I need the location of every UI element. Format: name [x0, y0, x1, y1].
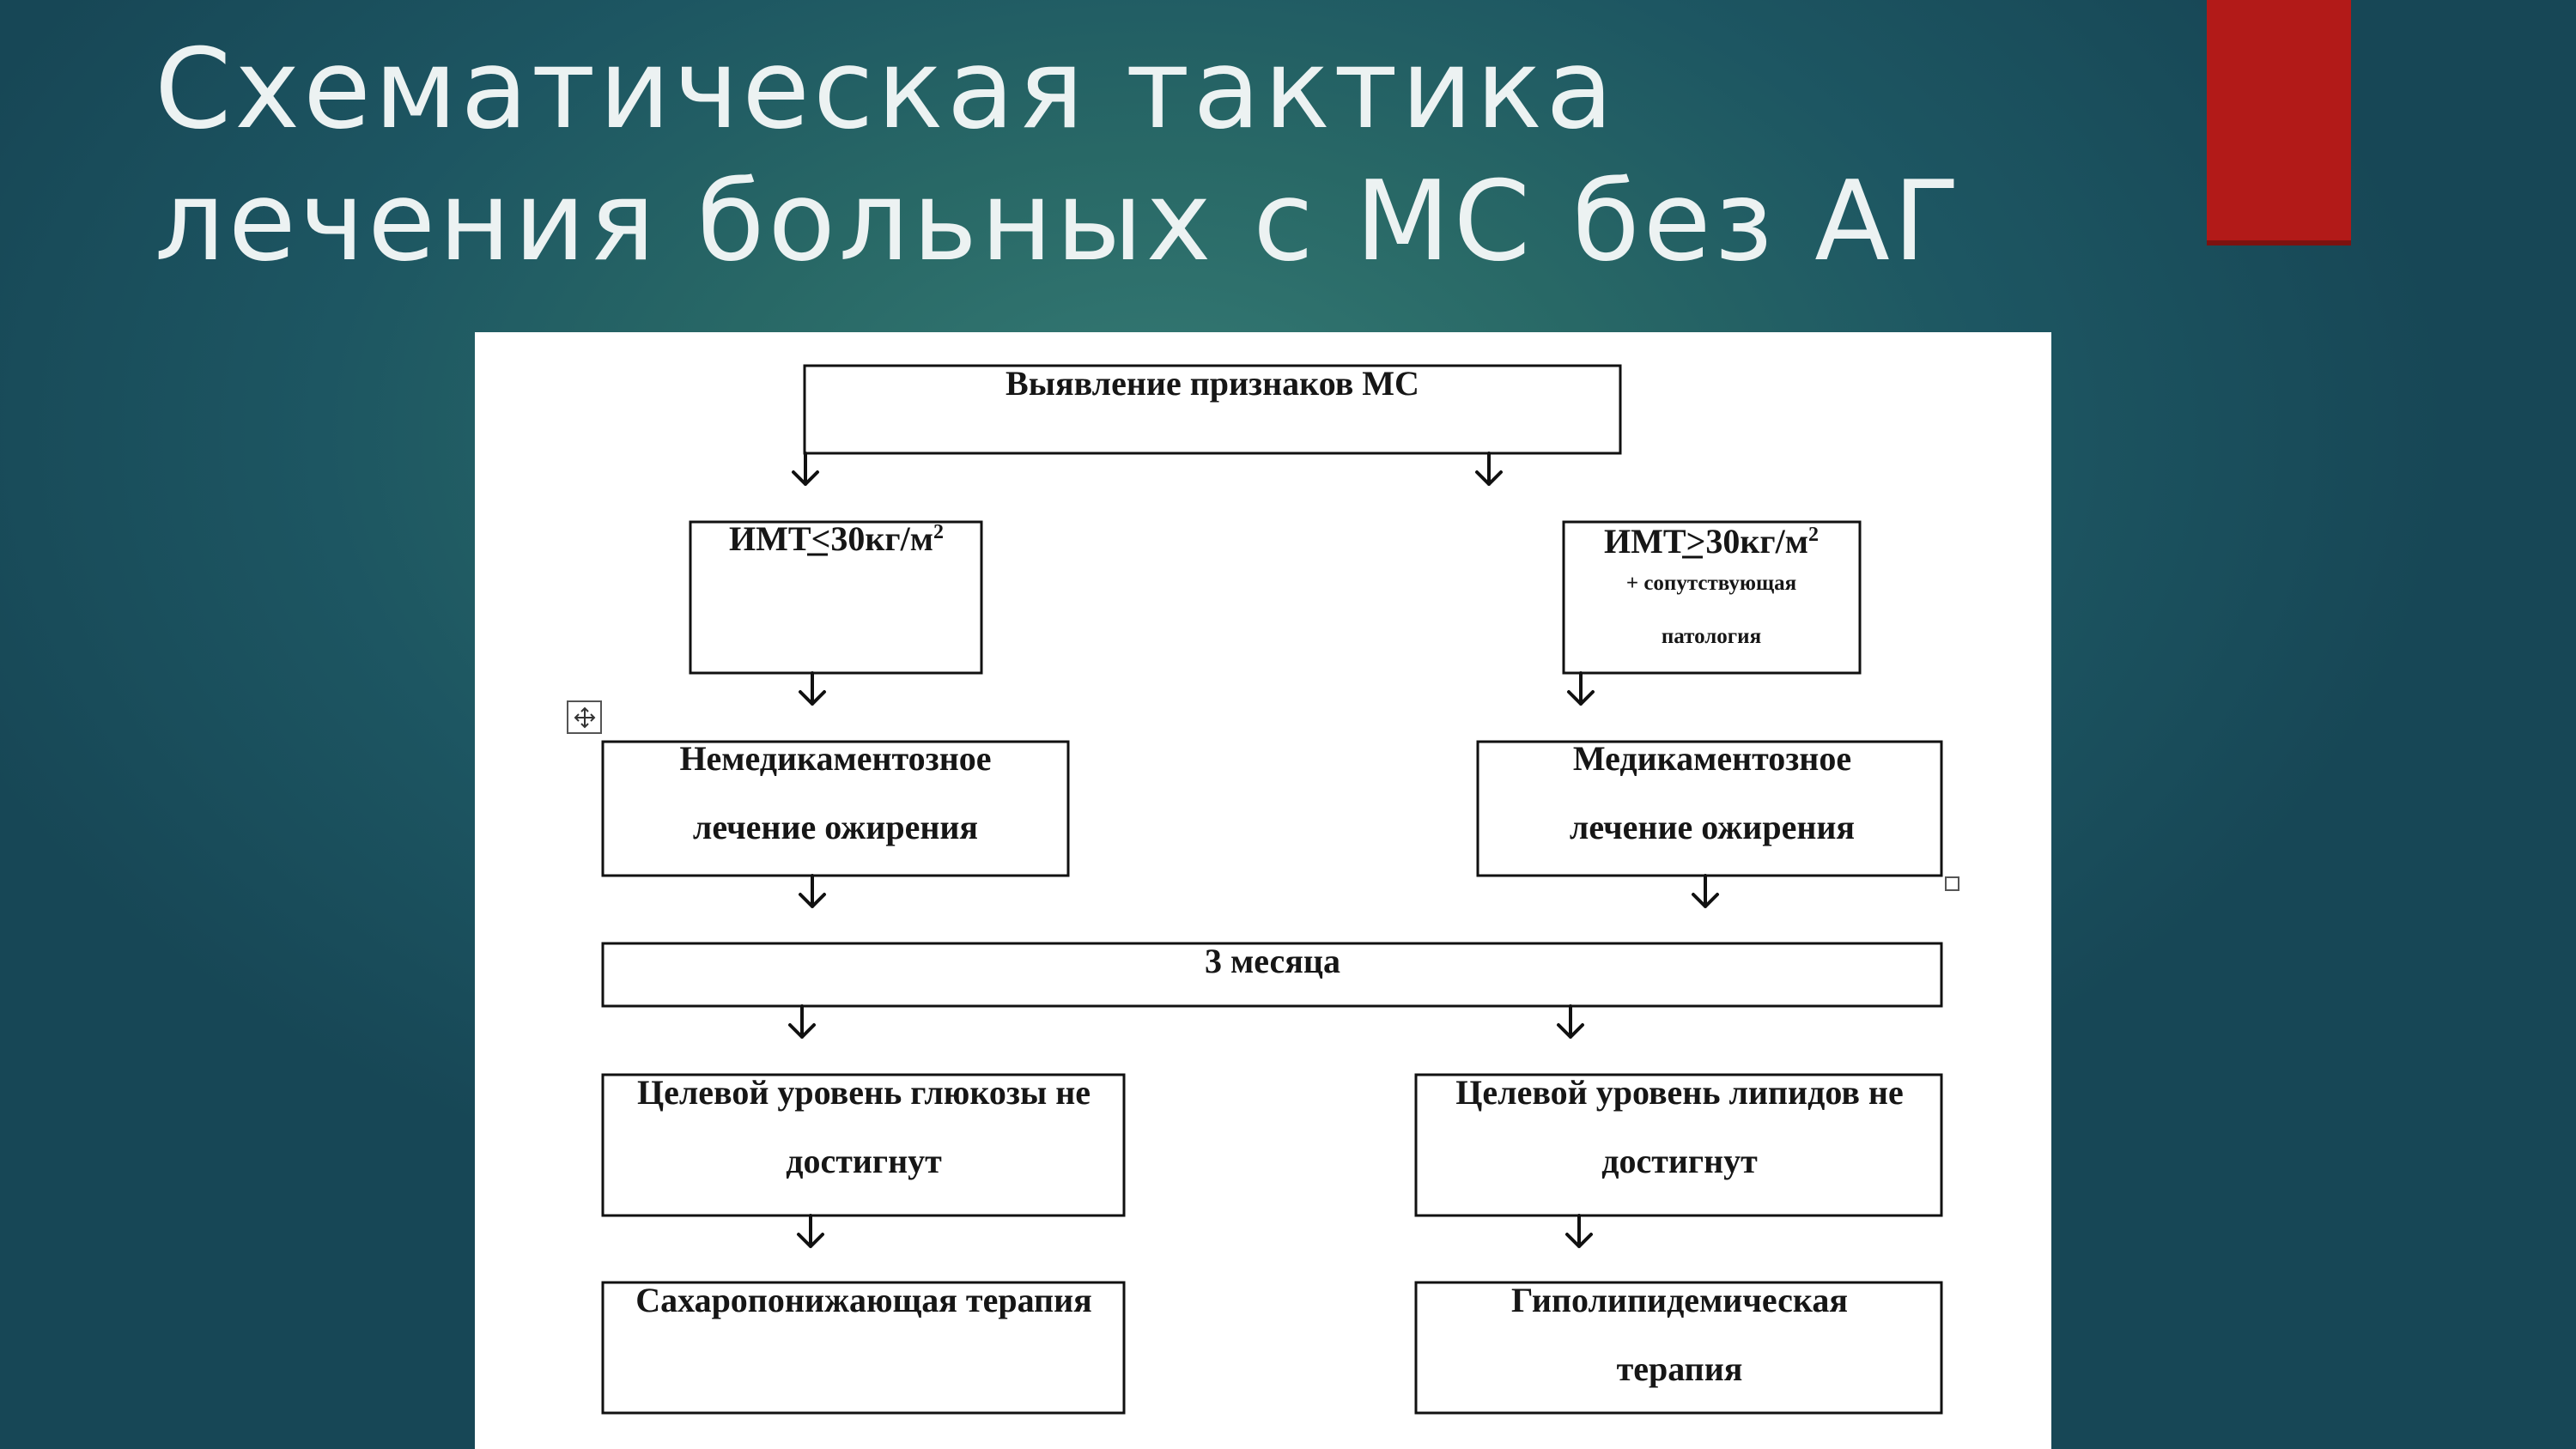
- arrow-bmi-low-down: [799, 671, 826, 706]
- box-three-months: 3 месяца: [601, 942, 1943, 1008]
- arrow-glucose-down: [797, 1214, 824, 1248]
- box-lipid-therapy-line-2: терапия: [1617, 1349, 1743, 1388]
- arrow-start-right: [1475, 452, 1503, 486]
- box-bmi-high-note-2: патология: [1662, 625, 1761, 648]
- box-drug-line-1: Медикаментозное: [1573, 739, 1851, 778]
- box-nondrug-line-2: лечение ожирения: [693, 808, 978, 846]
- box-bmi-low: ИМТ<30кг/м2: [689, 519, 983, 675]
- box-bmi-high: ИМТ>30кг/м2 + сопутствующая патология: [1562, 520, 1862, 675]
- box-lipids-line-2: достигнут: [1601, 1142, 1758, 1180]
- box-start-text: Выявление признаков МС: [1005, 364, 1419, 403]
- box-glucose-target: Целевой уровень глюкозы не достигнут: [601, 1073, 1126, 1217]
- box-start: Выявление признаков МС: [803, 364, 1622, 455]
- box-drug-treatment: Медикаментозное лечение ожирения: [1476, 739, 1943, 877]
- box-bmi-high-note-1: + сопутствующая: [1626, 572, 1796, 595]
- arrow-lipids-down: [1565, 1214, 1593, 1248]
- box-three-months-text: 3 месяца: [1205, 942, 1340, 980]
- bmi-low-label: ИМТ<30кг/м: [729, 519, 933, 558]
- flowchart-diagram: Выявление признаков МС ИМТ<30кг/м2 ИМТ>3…: [567, 364, 1959, 1415]
- box-lipid-therapy: Гиполипидемическая терапия: [1414, 1281, 1943, 1415]
- arrow-months-left: [788, 1004, 816, 1039]
- slide-title: Схематическая тактика лечения больных с …: [155, 24, 2129, 288]
- arrow-start-left: [792, 452, 819, 486]
- resize-handle-icon: [1945, 876, 1959, 891]
- bmi-low-superscript: 2: [933, 521, 944, 543]
- box-bmi-high-text: ИМТ>30кг/м2: [1604, 522, 1819, 561]
- box-glucose-line-2: достигнут: [786, 1142, 942, 1180]
- flowchart-panel: Выявление признаков МС ИМТ<30кг/м2 ИМТ>3…: [475, 332, 2051, 1449]
- arrow-months-right: [1557, 1004, 1584, 1039]
- table-move-handle-icon: [567, 700, 602, 734]
- box-lipids-line-1: Целевой уровень липидов не: [1455, 1073, 1903, 1112]
- arrow-bmi-high-down: [1567, 671, 1595, 706]
- box-bmi-low-text: ИМТ<30кг/м2: [729, 519, 944, 558]
- box-glucose-line-1: Целевой уровень глюкозы не: [637, 1073, 1091, 1112]
- arrow-drug-down: [1692, 874, 1719, 908]
- box-glucose-therapy: Сахаропонижающая терапия: [601, 1281, 1126, 1415]
- bmi-high-superscript: 2: [1808, 524, 1819, 546]
- slide-title-line-1: Схематическая тактика: [155, 26, 1617, 154]
- box-nondrug-treatment: Немедикаментозное лечение ожирения: [601, 739, 1070, 877]
- bmi-high-label: ИМТ>30кг/м: [1604, 522, 1808, 561]
- box-lipid-therapy-line-1: Гиполипидемическая: [1511, 1281, 1848, 1319]
- accent-bar: [2207, 0, 2351, 240]
- slide-title-line-2: лечения больных с МС без АГ: [155, 158, 1964, 286]
- box-lipids-target: Целевой уровень липидов не достигнут: [1414, 1073, 1943, 1217]
- arrow-nondrug-down: [799, 874, 826, 908]
- box-glucose-therapy-text: Сахаропонижающая терапия: [635, 1281, 1092, 1319]
- box-nondrug-line-1: Немедикаментозное: [679, 739, 991, 778]
- box-drug-line-2: лечение ожирения: [1570, 808, 1855, 846]
